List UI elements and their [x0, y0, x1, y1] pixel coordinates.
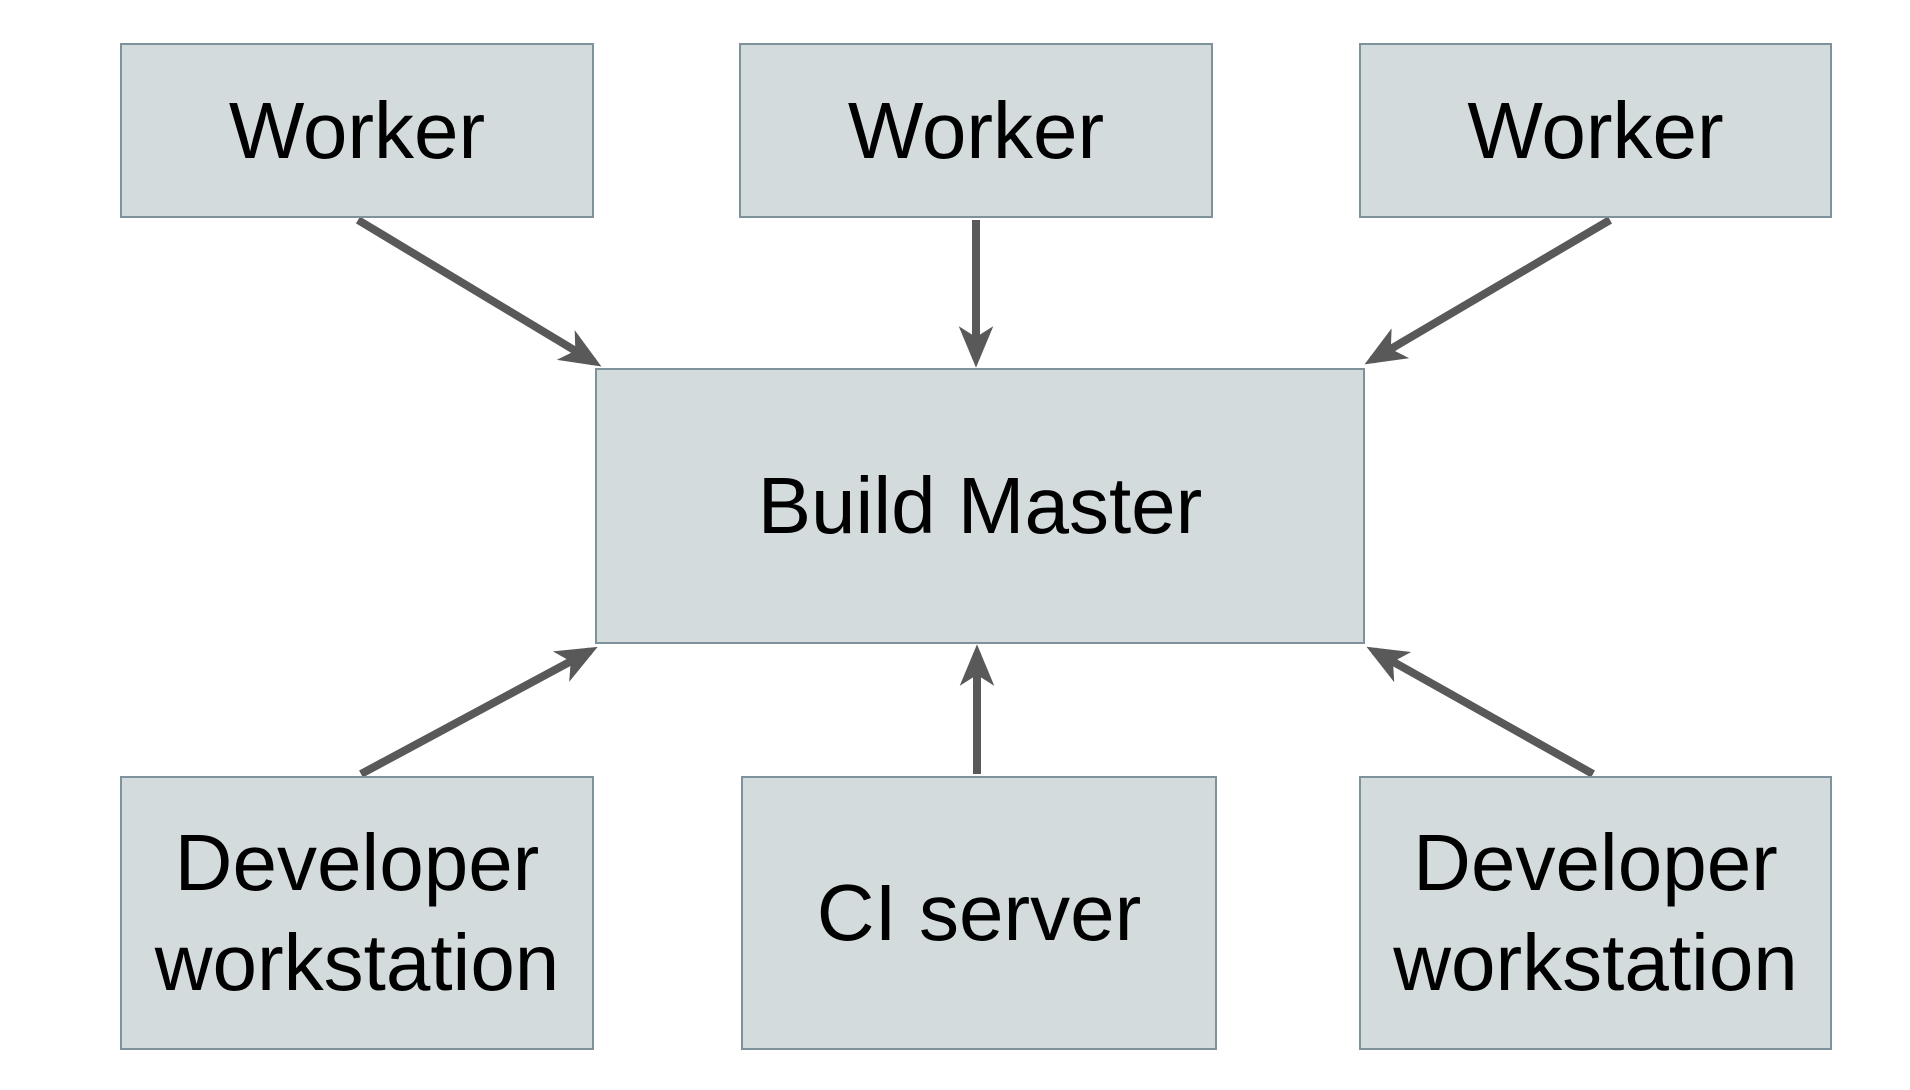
arrow-worker3-to-buildmaster — [1364, 216, 1613, 365]
arrow-devws-left-to-buildmaster — [359, 646, 598, 778]
node-worker-1: Worker — [120, 43, 594, 218]
node-worker-2: Worker — [739, 43, 1213, 218]
node-developer-workstation-left: Developer workstation — [120, 776, 594, 1050]
arrow-devws-right-to-buildmaster — [1366, 646, 1595, 778]
node-developer-workstation-left-label: Developer workstation — [154, 818, 560, 1007]
node-worker-3-label: Worker — [1467, 85, 1724, 175]
node-developer-workstation-right-label: Developer workstation — [1393, 818, 1798, 1007]
node-worker-2-label: Worker — [847, 85, 1105, 175]
node-worker-1-label: Worker — [228, 85, 486, 175]
node-worker-3: Worker — [1359, 43, 1832, 218]
node-ci-server-label: CI server — [816, 868, 1142, 957]
node-build-master-label: Build Master — [757, 461, 1203, 550]
node-ci-server: CI server — [741, 776, 1217, 1050]
arrow-worker1-to-buildmaster — [355, 216, 602, 367]
node-build-master: Build Master — [595, 368, 1365, 644]
node-developer-workstation-right: Developer workstation — [1359, 776, 1832, 1050]
